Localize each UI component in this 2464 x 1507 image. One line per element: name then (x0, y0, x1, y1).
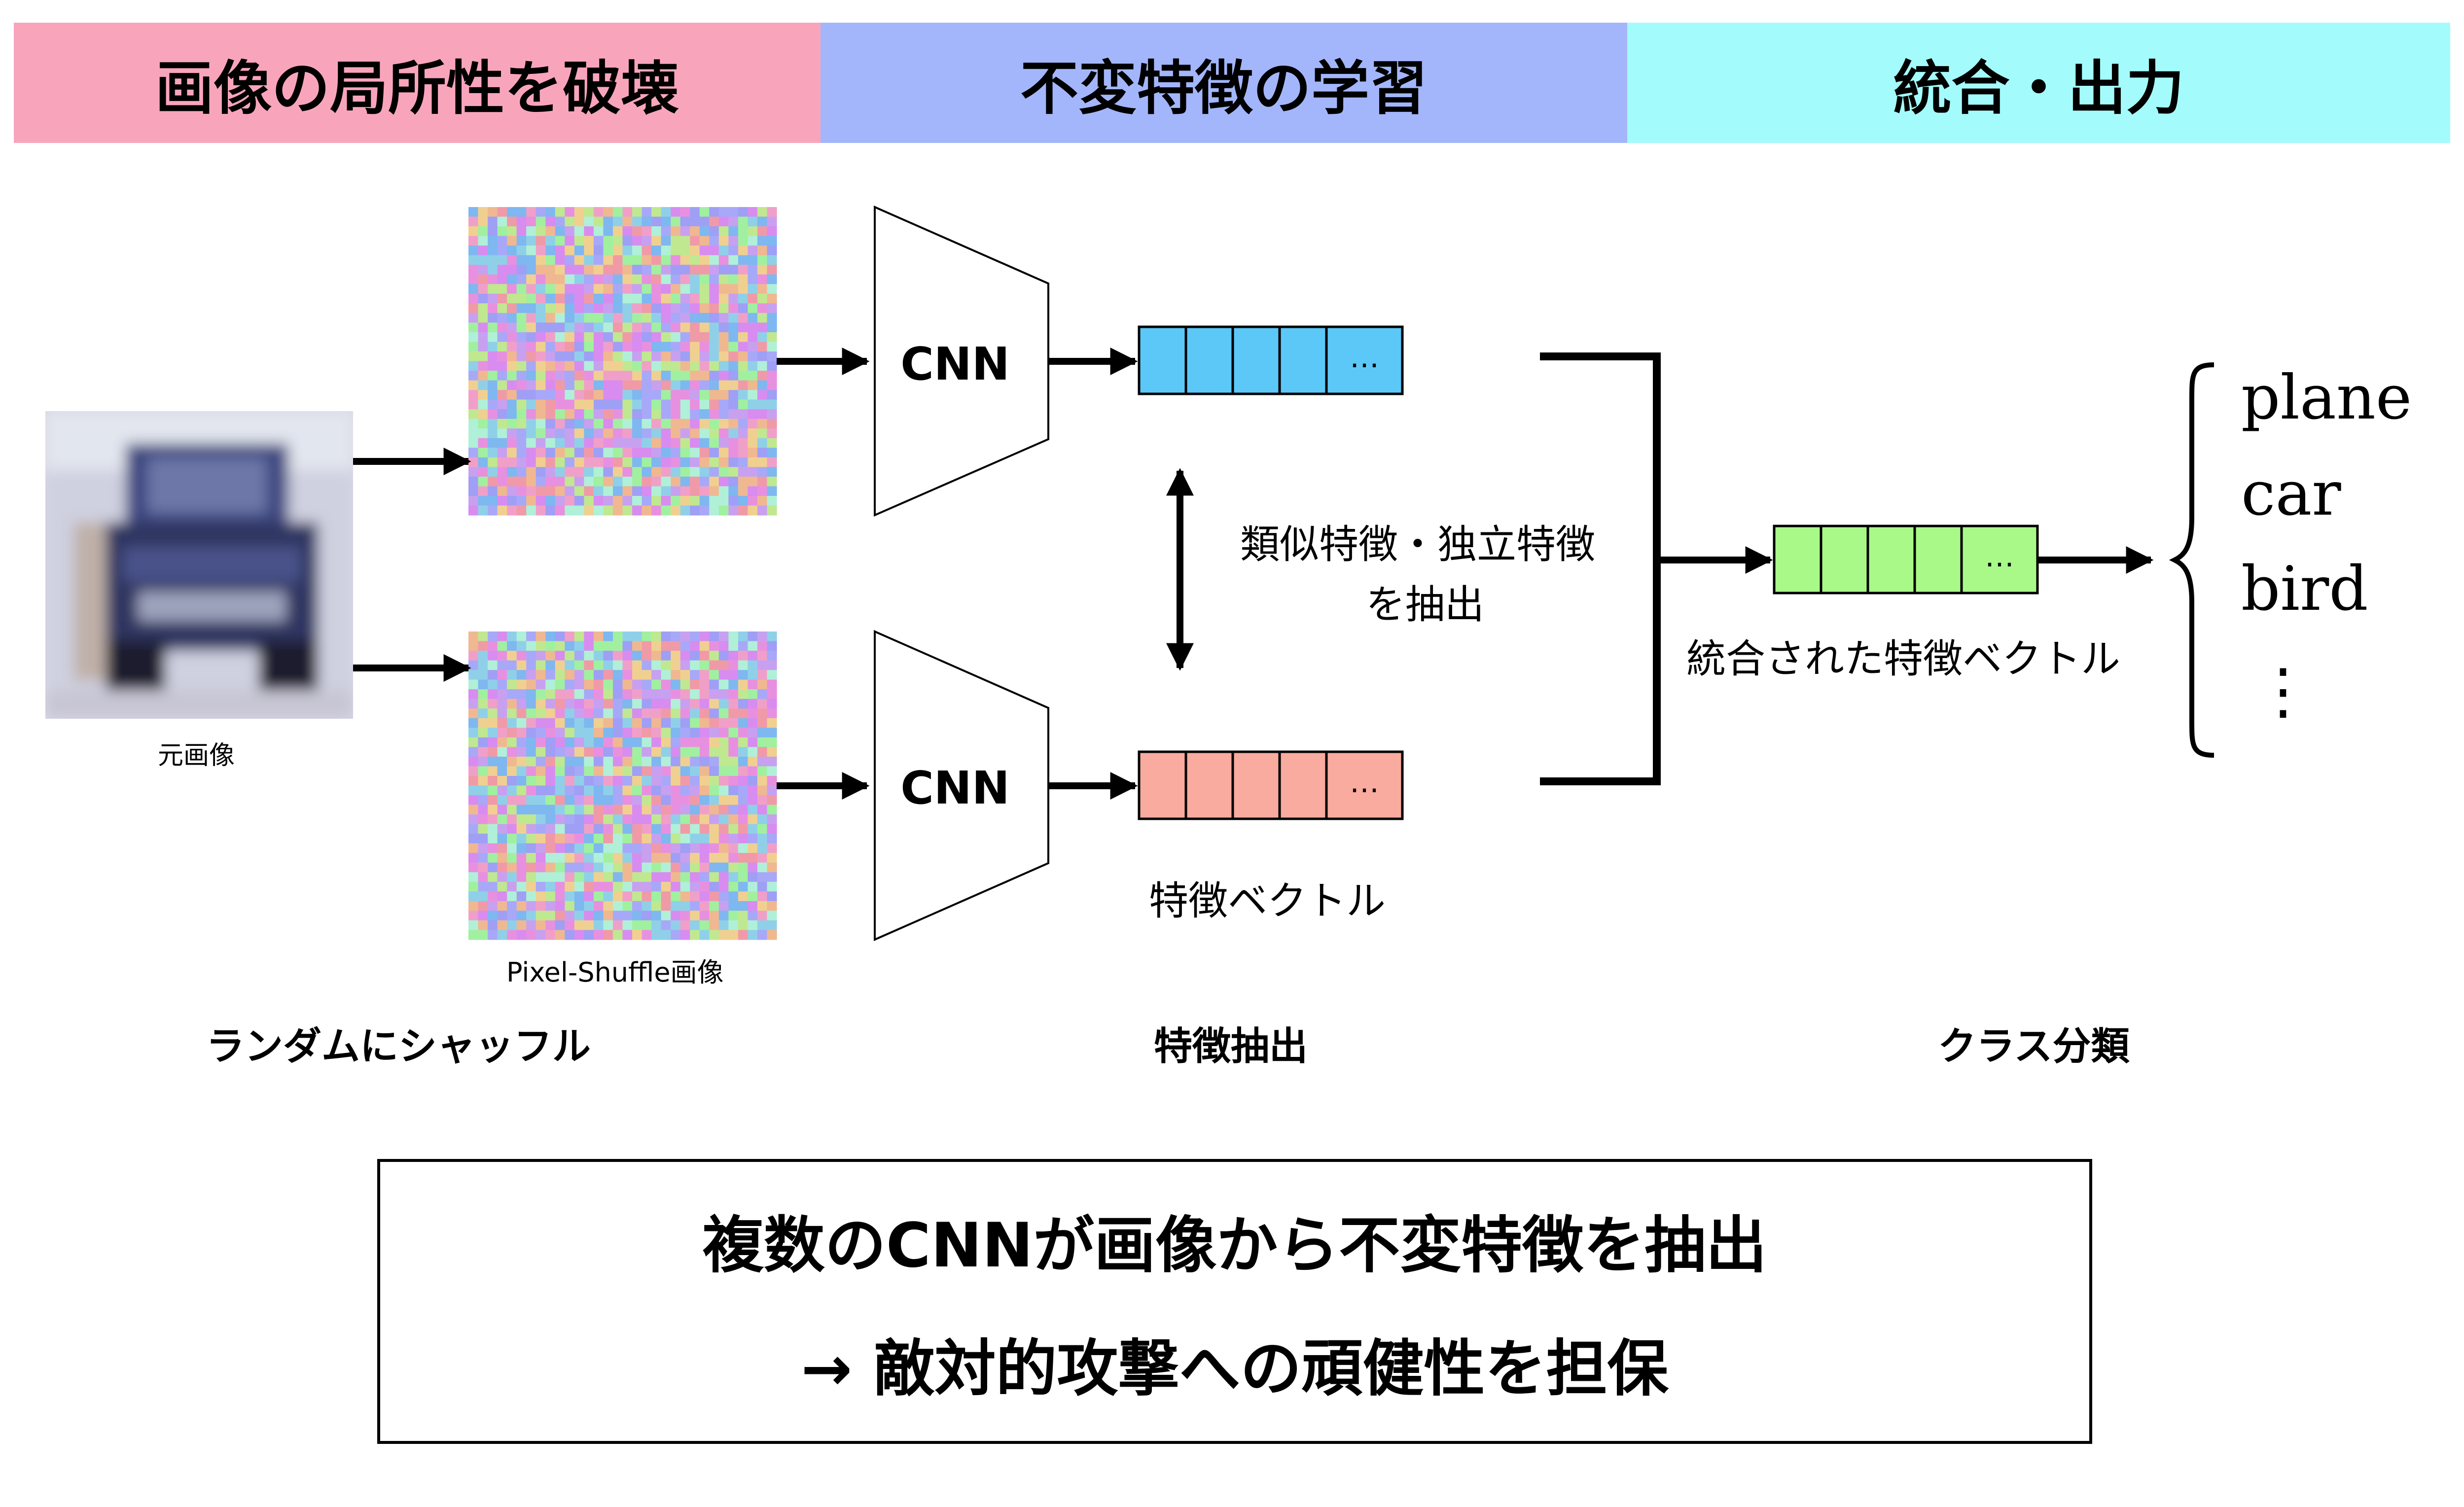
original-car-image (45, 411, 353, 719)
header-integration-output: 統合・出力 (1627, 23, 2450, 143)
class-bird: bird (2241, 554, 2368, 625)
class-plane: plane (2241, 362, 2412, 433)
shuffled-image-label: Pixel-Shuffle画像 (506, 957, 724, 988)
summary-line1: 複数のCNNが画像から不変特徴を抽出 (702, 1210, 1767, 1281)
class-car: car (2241, 458, 2341, 529)
merge-bracket (1540, 352, 1661, 785)
cnn-block-top (874, 205, 1049, 517)
header-invariant-learning-label: 不変特徴の学習 (1020, 54, 1428, 122)
shuffled-image-bottom (468, 631, 777, 940)
cnn-label-bottom: CNN (900, 762, 1010, 814)
header-local-destruction-label: 画像の局所性を破壊 (155, 54, 679, 122)
combined-vector-label: 統合された特徴ベクトル (1686, 636, 2120, 682)
combined-feature-vector: … (1773, 525, 2039, 595)
stage-label-shuffle: ランダムにシャッフル (206, 1024, 591, 1069)
feature-vector-top: … (1138, 325, 1404, 395)
stage-label-extract: 特徴抽出 (1154, 1024, 1308, 1069)
class-curly-brace (2169, 362, 2214, 758)
relation-label-line1: 類似特徴・独立特徴 (1240, 522, 1595, 567)
vector-ellipsis-bottom: … (1350, 765, 1379, 800)
stage-label-classify: クラス分類 (1938, 1024, 2130, 1069)
cnn-block-bottom (874, 630, 1049, 942)
cnn-label-top: CNN (900, 338, 1010, 390)
feature-vector-label: 特徴ベクトル (1149, 878, 1386, 924)
vector-ellipsis-top: … (1350, 340, 1379, 375)
summary-box: 複数のCNNが画像から不変特徴を抽出 → 敵対的攻撃への頑健性を担保 (377, 1159, 2092, 1444)
header-invariant-learning: 不変特徴の学習 (821, 23, 1627, 143)
original-image-label: 元画像 (158, 741, 235, 771)
summary-line2: → 敵対的攻撃への頑健性を担保 (801, 1333, 1669, 1404)
shuffled-image-top (468, 207, 777, 516)
header-local-destruction: 画像の局所性を破壊 (14, 23, 821, 143)
feature-vector-bottom: … (1138, 750, 1404, 820)
header-integration-output-label: 統合・出力 (1893, 54, 2184, 122)
class-ellipsis: ⋮ (2252, 656, 2314, 727)
vector-ellipsis-combined: … (1985, 539, 2014, 574)
relation-label-line2: を抽出 (1366, 582, 1484, 628)
